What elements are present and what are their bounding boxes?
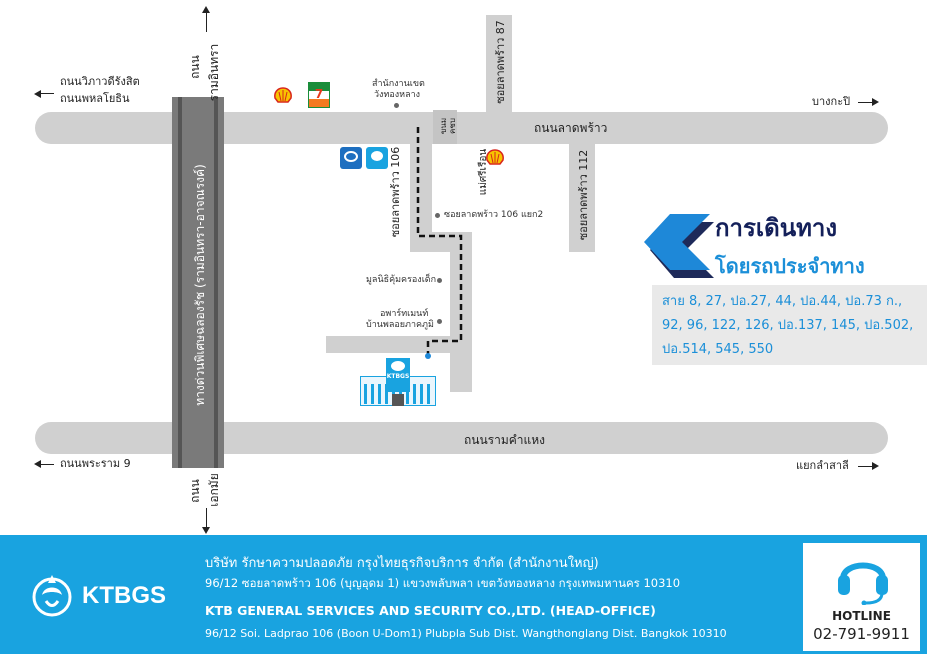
south-arrow-head bbox=[202, 527, 210, 534]
seven-eleven-icon: 7 bbox=[308, 82, 330, 108]
expressway-edge bbox=[214, 97, 218, 468]
road-soi87 bbox=[486, 15, 512, 113]
route-heading-2: โดยรถประจำทาง bbox=[715, 254, 865, 278]
district-office-marker bbox=[394, 103, 399, 108]
apartment-label-2: บ้านพลอยภาคภูมิ bbox=[366, 320, 434, 330]
lam-sali-label: แยกลำสาลี bbox=[796, 459, 849, 472]
district-office-label-2: วังทองหลาง bbox=[374, 90, 421, 100]
bus-routes-box bbox=[652, 285, 927, 365]
ktbgs-building-sign: KTBGS bbox=[386, 373, 410, 380]
soi106-junction2-label: ซอยลาดพร้าว 106 แยก2 bbox=[444, 210, 544, 220]
district-office-label-1: สำนักงานเขต bbox=[372, 79, 425, 89]
road-kha-nom-lane bbox=[433, 110, 457, 144]
south-arrow bbox=[206, 508, 207, 528]
north-arrow-head bbox=[202, 6, 210, 13]
west-arrow-top-head bbox=[34, 90, 41, 98]
road-soi112 bbox=[569, 140, 595, 252]
foundation-marker bbox=[437, 278, 442, 283]
bank-icon bbox=[366, 147, 388, 169]
route-map: ทางด่วนพิเศษฉลองรัช (รามอินทรา-อาจณรงค์)… bbox=[34, 6, 927, 534]
road-soi106 bbox=[410, 140, 432, 252]
ramkhamhaeng-road-label: ถนนรามคำแหง bbox=[464, 433, 546, 447]
west-arrow-bottom bbox=[40, 464, 54, 465]
hotline-number: 02-791-9911 bbox=[813, 625, 910, 643]
ladprao-road-label: ถนนลาดพร้าว bbox=[534, 121, 608, 135]
east-arrow-top bbox=[858, 102, 872, 103]
west-arrow-bottom-head bbox=[34, 460, 41, 468]
company-name-th: บริษัท รักษาความปลอดภัย กรุงไทยธุรกิจบริ… bbox=[205, 556, 599, 571]
ktbgs-building-icon: KTBGS bbox=[360, 358, 436, 406]
apartment-marker bbox=[437, 319, 442, 324]
east-arrow-bottom bbox=[858, 466, 872, 467]
soi106-junction2-marker bbox=[435, 213, 440, 218]
walking-route bbox=[416, 127, 463, 359]
krungthai-bank-icon bbox=[340, 147, 362, 169]
bang-kapi-label: บางกะปิ bbox=[812, 95, 851, 108]
bus-routes-line-2: 92, 96, 122, 126, ปอ.137, 145, ปอ.502, bbox=[662, 318, 914, 333]
east-arrow-top-head bbox=[872, 98, 879, 106]
route-chevron-icon bbox=[640, 212, 715, 282]
company-name-en: KTB GENERAL SERVICES AND SECURITY CO.,LT… bbox=[205, 603, 656, 618]
west-arrow-top bbox=[40, 93, 54, 94]
ktbgs-logo-icon bbox=[28, 571, 76, 619]
hotline-panel: HOTLINE 02-791-9911 bbox=[803, 543, 920, 651]
ktbgs-logo-text: KTBGS bbox=[82, 582, 166, 609]
east-arrow-bottom-head bbox=[872, 462, 879, 470]
route-heading-1: การเดินทาง bbox=[715, 214, 838, 242]
address-th: 96/12 ซอยลาดพร้าว 106 (บุญอุดม 1) แขวงพล… bbox=[205, 576, 681, 590]
vibhavadi-label: ถนนวิภาวดีรังสิต bbox=[60, 75, 140, 88]
phahonyothin-label: ถนนพหลโยธิน bbox=[60, 92, 130, 105]
rama9-label: ถนนพระราม 9 bbox=[60, 457, 131, 470]
shell-icon bbox=[273, 87, 293, 105]
headset-icon bbox=[836, 549, 890, 606]
address-en: 96/12 Soi. Ladprao 106 (Boon U-Dom1) Plu… bbox=[205, 627, 727, 640]
expressway-edge bbox=[178, 97, 182, 468]
bus-routes-line-3: ปอ.514, 545, 550 bbox=[662, 342, 774, 357]
shell-icon bbox=[485, 149, 505, 167]
company-footer: KTBGS บริษัท รักษาความปลอดภัย กรุงไทยธุร… bbox=[0, 535, 927, 654]
bus-routes-line-1: สาย 8, 27, ปอ.27, 44, ปอ.44, ปอ.73 ก., bbox=[662, 294, 903, 309]
north-arrow bbox=[206, 10, 207, 32]
apartment-label-1: อพาร์ทเมนท์ bbox=[380, 309, 429, 319]
hotline-label: HOTLINE bbox=[832, 609, 891, 623]
foundation-label: มูลนิธิคุ้มครองเด็ก bbox=[366, 275, 437, 285]
